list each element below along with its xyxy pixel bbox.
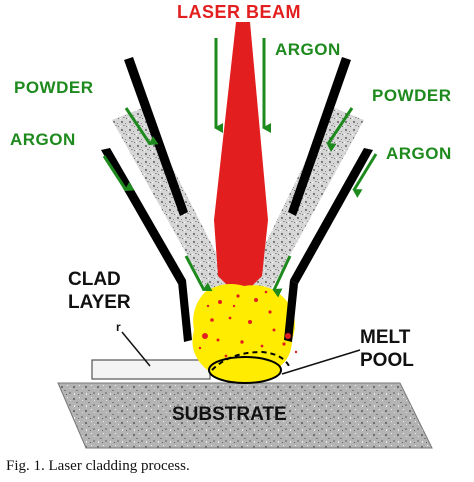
melt-pool-ellipse [208, 356, 282, 384]
melt-pool-leader [281, 349, 361, 375]
argon-top-label: ARGON [275, 40, 341, 59]
figure-caption: Fig. 1. Laser cladding process. [6, 458, 190, 474]
left-nozzle-tip-dot [202, 333, 208, 339]
argon-arrow-right-nozzle [272, 255, 292, 298]
substrate-block [57, 382, 433, 449]
argon-arrow-left-lower [102, 155, 135, 192]
clad-layer-label: CLAD LAYER [68, 268, 131, 314]
substrate-label: SUBSTRATE [172, 404, 287, 425]
clad-layer-strip [91, 359, 211, 380]
clad-marker-glyph: r [116, 320, 121, 334]
left-powder-stream [112, 108, 236, 305]
laser-beam-label: LASER BEAM [177, 2, 302, 22]
melt-pool-label-line2: POOL [360, 350, 414, 371]
right-powder-stream [242, 107, 364, 306]
argon-arrow-right-lower [352, 153, 378, 198]
argon-left-label: ARGON [10, 130, 76, 149]
clad-layer-label-line2: LAYER [68, 292, 131, 313]
right-nozzle-tip-dot [285, 333, 291, 339]
laser-beam-shape [214, 22, 268, 290]
clad-layer-leader [121, 331, 151, 367]
powder-left-label: POWDER [14, 78, 94, 97]
argon-arrow-left-nozzle [184, 255, 213, 292]
powder-right-label: POWDER [372, 86, 452, 105]
melt-zone [192, 284, 295, 381]
clad-layer-label-line1: CLAD [68, 269, 121, 290]
melt-pool-dashed-boundary [211, 350, 291, 371]
melt-pool-label: MELT POOL [360, 326, 414, 372]
melt-pool-label-line1: MELT [360, 327, 411, 348]
melt-zone-speckles [198, 290, 298, 358]
argon-arrow-right-upper [326, 107, 354, 153]
argon-arrow-left-upper [124, 107, 159, 146]
argon-right-label: ARGON [386, 144, 452, 163]
right-nozzle [284, 57, 373, 342]
